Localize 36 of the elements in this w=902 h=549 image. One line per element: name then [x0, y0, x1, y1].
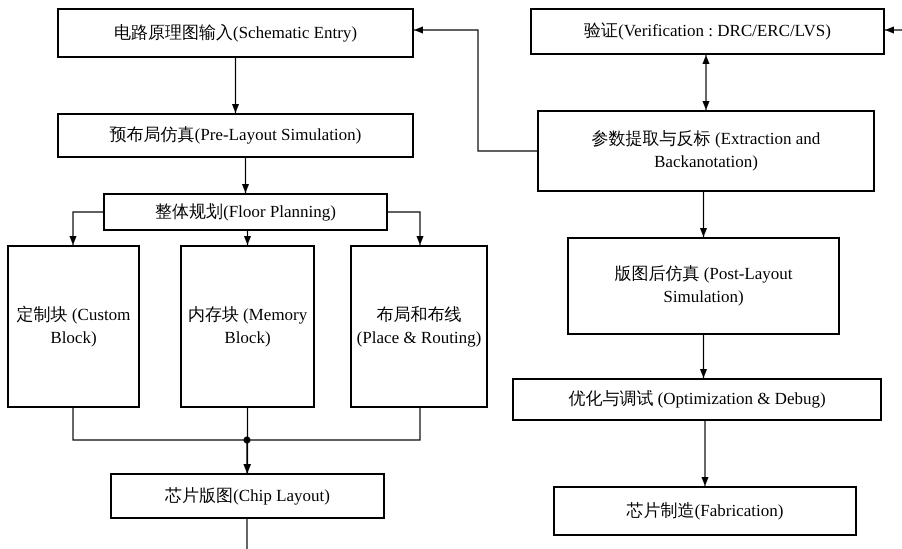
- node-label: 优化与调试 (Optimization & Debug): [568, 388, 826, 410]
- node-label: 版图后仿真 (Post-Layout Simulation): [613, 263, 794, 308]
- node-label: 布局和布线 (Place & Routing): [356, 304, 482, 349]
- arrow: [69, 211, 103, 245]
- process-box: [350, 245, 488, 408]
- node-label: 定制块 (Custom Block): [16, 304, 132, 348]
- node-label: 验证(Verification : DRC/ERC/LVS): [584, 20, 831, 42]
- node-label: 整体规划(Floor Planning): [155, 200, 336, 223]
- process-box: [512, 378, 882, 421]
- process-box: [537, 110, 875, 192]
- process-box: [57, 113, 414, 158]
- arrow: [244, 231, 252, 245]
- node-label: 芯片版图(Chip Layout): [165, 484, 330, 507]
- arrow: [700, 335, 708, 378]
- process-box: [57, 8, 414, 58]
- process-box: [103, 193, 388, 231]
- process-box: [530, 8, 885, 55]
- process-box: [567, 237, 840, 335]
- node-label: 预布局仿真(Pre-Layout Simulation): [110, 124, 362, 146]
- arrow: [885, 26, 902, 34]
- process-box: [7, 245, 140, 408]
- arrow: [388, 211, 424, 245]
- process-box: [553, 486, 857, 536]
- process-box: [180, 245, 315, 408]
- node-label: 芯片制造(Fabrication): [626, 500, 784, 522]
- node-label: 电路原理图输入(Schematic Entry): [114, 22, 358, 44]
- arrow: [700, 192, 708, 237]
- arrow: [242, 158, 250, 193]
- arrow: [243, 408, 421, 473]
- arrow: [701, 421, 709, 486]
- node-label: 内存块 (Memory Block): [186, 304, 308, 348]
- node-label: 参数提取与反标 (Extraction and Backanotation): [590, 128, 822, 173]
- process-box: [110, 473, 385, 519]
- arrow: [414, 26, 537, 152]
- arrow: [702, 55, 710, 110]
- arrow: [232, 58, 240, 113]
